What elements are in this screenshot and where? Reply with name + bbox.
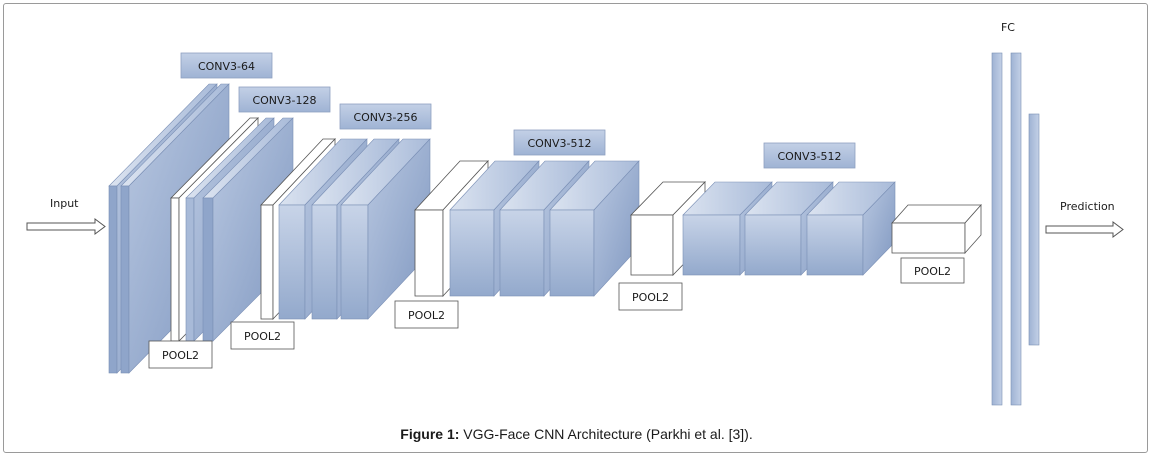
conv-tag-1-label: CONV3-64 (198, 60, 255, 73)
pool-tag-5-label: POOL2 (914, 265, 951, 278)
pool-tag-2-label: POOL2 (244, 330, 281, 343)
conv-block-5 (630, 181, 896, 276)
pool-tag-5 (900, 257, 965, 284)
conv-tag-2-label: CONV3-128 (252, 94, 316, 107)
fc-layer-3 (1028, 113, 1040, 346)
conv-tag-5-label: CONV3-512 (777, 150, 841, 163)
pool-tag-3-label: POOL2 (408, 309, 445, 322)
pool-tag-4-label: POOL2 (632, 291, 669, 304)
conv-tag-4-label: CONV3-512 (527, 137, 591, 150)
pool-tag-1-label: POOL2 (162, 349, 199, 362)
conv-block-2 (170, 117, 294, 342)
conv-tag-5 (763, 142, 856, 169)
conv-tag-3-label: CONV3-256 (353, 111, 417, 124)
conv-tag-2 (238, 86, 331, 113)
fc-layer-2 (1010, 52, 1022, 406)
input-label: Input (50, 197, 79, 210)
pool-tag-2 (230, 321, 295, 350)
conv-block-4 (414, 159, 640, 298)
pool-tag-3 (394, 300, 459, 329)
prediction-label: Prediction (1060, 200, 1115, 213)
conv-tag-4 (513, 129, 606, 156)
figure-caption: Figure 1: VGG-Face CNN Architecture (Par… (0, 426, 1153, 442)
pool-tag-4 (618, 282, 683, 311)
conv-tag-1 (180, 52, 273, 79)
conv-tag-3 (339, 103, 432, 130)
fc-label: FC (1001, 21, 1015, 34)
pool-tag-1 (148, 340, 213, 369)
output-arrow-icon (1045, 221, 1124, 238)
figure-caption-text: VGG-Face CNN Architecture (Parkhi et al.… (459, 426, 753, 442)
conv-block-3 (260, 137, 431, 321)
figure-frame (3, 3, 1148, 453)
input-arrow-icon (26, 218, 106, 235)
figure-caption-label: Figure 1: (400, 426, 460, 442)
final-pool-block (891, 203, 982, 255)
fc-layer-1 (991, 52, 1003, 406)
